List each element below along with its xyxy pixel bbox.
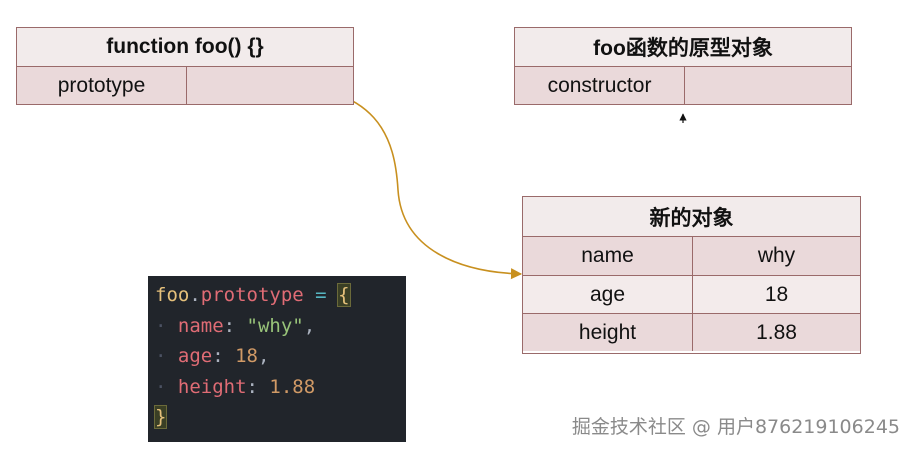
- constructor-key: constructor: [515, 67, 684, 104]
- new-object-title: 新的对象: [523, 197, 860, 237]
- code-number: 18: [235, 345, 258, 367]
- code-comma: ,: [258, 345, 270, 367]
- indent-guide: ·: [155, 375, 178, 398]
- prototype-value: [186, 67, 353, 104]
- new-object-box: 新的对象 name why age 18 height 1.88: [522, 196, 861, 354]
- code-key: height: [177, 375, 247, 398]
- code-line-1: foo.prototype = {: [155, 280, 406, 311]
- name-key: name: [523, 237, 692, 275]
- code-key: name: [177, 314, 224, 337]
- code-key: age: [177, 345, 213, 367]
- code-colon: :: [212, 345, 236, 367]
- watermark: 掘金技术社区 @ 用户876219106245: [571, 416, 900, 438]
- foo-prototype-title: foo函数的原型对象: [515, 28, 851, 67]
- code-colon: :: [246, 375, 270, 398]
- code-property: prototype: [200, 284, 304, 306]
- code-snippet: foo.prototype = {· name: "why",· age: 18…: [148, 276, 406, 442]
- table-row: name why: [523, 237, 860, 275]
- indent-guide: ·: [155, 314, 178, 337]
- table-row: height 1.88: [523, 313, 860, 351]
- code-open-brace: {: [337, 283, 351, 307]
- indent-guide: ·: [155, 345, 178, 367]
- code-line-5: }: [153, 402, 406, 433]
- code-line-3: · age: 18,: [155, 341, 406, 372]
- code-operator: =: [303, 284, 339, 306]
- code-object: foo: [155, 284, 190, 306]
- height-value: 1.88: [692, 314, 860, 351]
- code-number: 1.88: [269, 375, 316, 398]
- foo-prototype-box: foo函数的原型对象 constructor: [514, 27, 852, 105]
- code-dot: .: [189, 284, 201, 306]
- constructor-value: [684, 67, 851, 104]
- prototype-key: prototype: [17, 67, 186, 104]
- code-colon: :: [223, 314, 247, 337]
- code-string: "why": [246, 314, 304, 337]
- code-close-brace: }: [153, 405, 168, 429]
- name-value: why: [692, 237, 860, 275]
- prototype-arrow: [266, 84, 523, 280]
- code-comma: ,: [303, 314, 316, 337]
- foo-function-title: function foo() {}: [17, 28, 353, 67]
- code-line-4: · height: 1.88: [155, 372, 406, 403]
- foo-function-box: function foo() {} prototype: [16, 27, 354, 105]
- height-key: height: [523, 314, 692, 351]
- age-key: age: [523, 276, 692, 313]
- age-value: 18: [692, 276, 860, 313]
- code-line-2: · name: "why",: [155, 311, 406, 342]
- table-row: age 18: [523, 275, 860, 313]
